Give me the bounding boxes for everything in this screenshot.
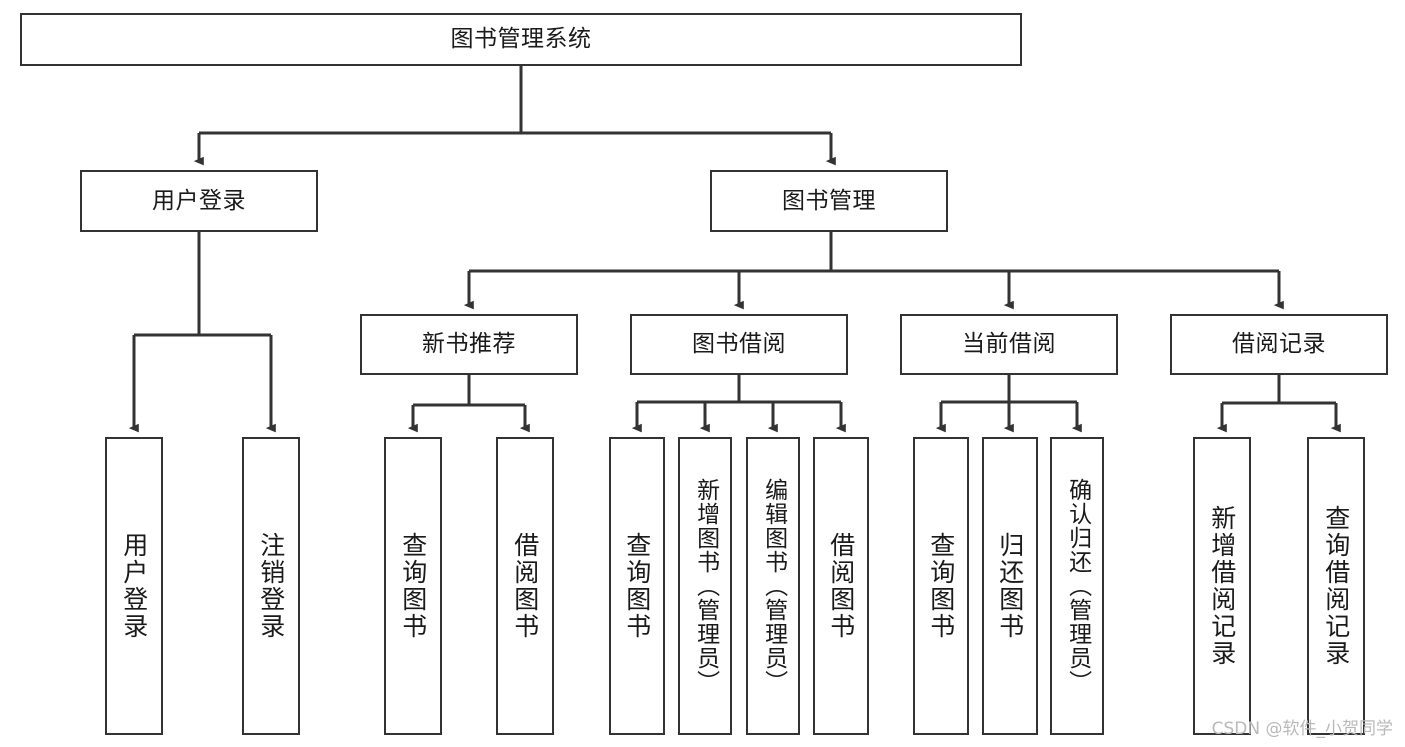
node-label: 查询图书 — [398, 532, 428, 640]
node-label: 新增图书（管理员） — [692, 478, 719, 694]
node-root-system[interactable]: 图书管理系统 — [20, 13, 1022, 66]
leaf-recommend-query-book[interactable]: 查询图书 — [384, 437, 442, 735]
node-label: 确认归还（管理员） — [1064, 478, 1091, 694]
node-current-borrow[interactable]: 当前借阅 — [900, 314, 1118, 375]
node-label: 用户登录 — [119, 532, 149, 640]
leaf-borrow-query-book[interactable]: 查询图书 — [609, 437, 665, 735]
leaf-record-add-record[interactable]: 新增借阅记录 — [1193, 437, 1251, 735]
leaf-borrow-add-book-admin[interactable]: 新增图书（管理员） — [678, 437, 732, 735]
leaf-record-query-record[interactable]: 查询借阅记录 — [1307, 437, 1365, 735]
node-label: 图书管理 — [782, 187, 876, 214]
node-label: 借阅图书 — [826, 532, 856, 640]
node-label: 编辑图书（管理员） — [760, 478, 787, 694]
leaf-borrow-edit-book-admin[interactable]: 编辑图书（管理员） — [746, 437, 800, 735]
node-label: 新增借阅记录 — [1207, 505, 1237, 667]
watermark-text: CSDN @软件_小贺同学 — [1211, 719, 1393, 739]
node-book-borrow[interactable]: 图书借阅 — [630, 314, 848, 375]
node-label: 归还图书 — [995, 532, 1025, 640]
node-new-book-recommend[interactable]: 新书推荐 — [360, 314, 578, 375]
node-label: 借阅记录 — [1232, 331, 1326, 358]
leaf-recommend-borrow-book[interactable]: 借阅图书 — [496, 437, 554, 735]
node-label: 查询图书 — [926, 532, 956, 640]
leaf-current-confirm-return-admin[interactable]: 确认归还（管理员） — [1050, 437, 1104, 735]
node-label: 借阅图书 — [510, 532, 540, 640]
leaf-borrow-borrow-book[interactable]: 借阅图书 — [813, 437, 869, 735]
node-label: 注销登录 — [256, 532, 286, 640]
node-book-management[interactable]: 图书管理 — [710, 170, 948, 232]
node-label: 图书借阅 — [692, 331, 786, 358]
leaf-current-query-book[interactable]: 查询图书 — [913, 437, 969, 735]
node-borrow-record[interactable]: 借阅记录 — [1170, 314, 1388, 375]
node-label: 当前借阅 — [962, 331, 1056, 358]
node-label: 查询借阅记录 — [1321, 505, 1351, 667]
leaf-current-return-book[interactable]: 归还图书 — [982, 437, 1038, 735]
node-label: 新书推荐 — [422, 331, 516, 358]
node-label: 用户登录 — [152, 187, 246, 214]
leaf-user-login-logout[interactable]: 注销登录 — [242, 437, 300, 735]
node-label: 查询图书 — [622, 532, 652, 640]
node-label: 图书管理系统 — [450, 26, 592, 53]
node-user-login[interactable]: 用户登录 — [80, 170, 318, 232]
leaf-user-login-login[interactable]: 用户登录 — [105, 437, 163, 735]
